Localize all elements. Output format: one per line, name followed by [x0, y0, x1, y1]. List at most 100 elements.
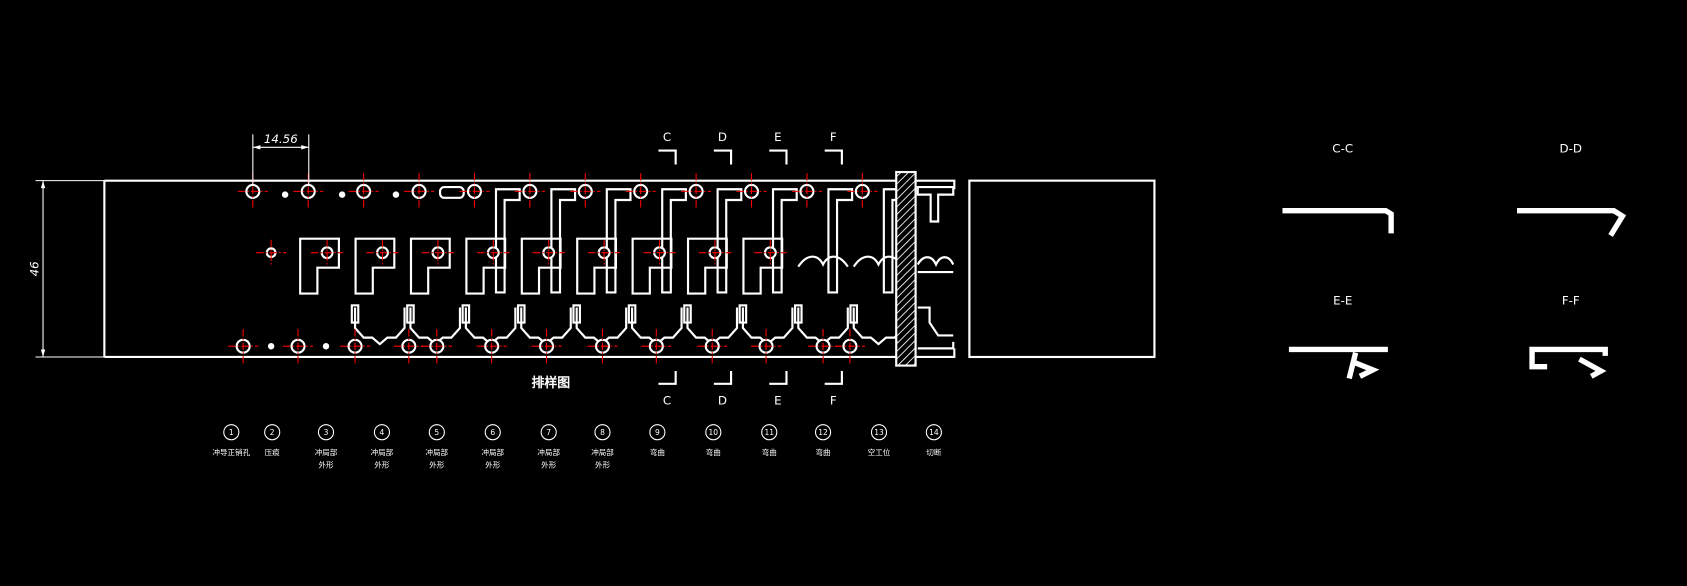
bottom-pilot-centerline: [834, 329, 866, 364]
part-blank-outline: [520, 237, 562, 295]
pitch-dimension: 14.56: [252, 132, 310, 185]
station-operation: 冲局部: [591, 447, 614, 457]
station-number: 7: [546, 428, 551, 437]
bottom-tab: [627, 304, 637, 324]
bottom-tab: [794, 304, 803, 324]
cutoff-station-bar: [895, 170, 917, 367]
station-operation-line2: 外形: [485, 460, 501, 470]
station-number: 9: [655, 428, 660, 437]
bottom-pilot-centerline: [587, 329, 618, 364]
top-pilot-centerline: [403, 173, 435, 210]
section-marker-bottom: [769, 370, 788, 385]
section-marker-bottom: [658, 370, 677, 385]
station-number: 2: [270, 428, 275, 437]
station-operation: 冲局部: [537, 447, 560, 457]
bottom-pilot-centerline: [393, 329, 424, 364]
part-blank-outline: [409, 237, 451, 295]
section-marker-top: [769, 149, 788, 165]
station-operation: 弯曲: [816, 447, 831, 457]
section-view-label: C-C: [1332, 142, 1353, 156]
part-blank-centerline: [477, 239, 510, 266]
section-profile: [1517, 208, 1627, 237]
station-operation-line2: 外形: [429, 460, 445, 470]
station-number-circle: [317, 424, 335, 441]
bottom-pilot-centerline: [339, 329, 371, 364]
width-dimension: 46: [28, 180, 105, 358]
part-blank-centerline: [532, 239, 565, 266]
part-blank-centerline: [421, 239, 455, 266]
strip-end-features: [916, 186, 955, 350]
width-extension-lines: [35, 180, 105, 358]
station-number-circle: [540, 424, 557, 441]
section-view-c: C-C: [1282, 142, 1394, 234]
section-cut-label-bottom: E: [774, 393, 781, 407]
outline-slot: [771, 188, 798, 294]
part-blank-centerline: [310, 239, 344, 266]
station-number-circle: [428, 424, 445, 441]
section-cut-label-top: C: [663, 130, 671, 144]
center-lines: [228, 173, 878, 364]
section-marker-top: [824, 149, 843, 165]
section-view-label: F-F: [1562, 293, 1580, 307]
station-operation: 冲局部: [426, 447, 449, 457]
station-labels: 1冲导正销孔2压痕3冲局部外形4冲局部外形5冲局部外形6冲局部外形7冲局部外形8…: [213, 424, 942, 470]
station-number: 11: [764, 428, 774, 437]
outline-slot: [716, 188, 743, 294]
section-cut-label-bottom: F: [830, 393, 837, 407]
station-operation: 切断: [926, 447, 942, 457]
station-number: 3: [324, 428, 329, 437]
section-marker-top: [713, 149, 733, 165]
bottom-pilot-centerline: [421, 329, 452, 364]
section-profile: [1529, 346, 1608, 379]
outline-slot: [827, 188, 854, 294]
top-pilot-centerline: [514, 173, 545, 210]
bottom-pilot-centerline: [641, 329, 672, 364]
part-blank-outline: [465, 237, 507, 295]
station-number-circle: [484, 424, 501, 441]
part-blank-outline: [576, 237, 618, 295]
station-operation: 压痕: [265, 447, 281, 457]
bottom-tab: [461, 304, 471, 324]
top-pilot-centerline: [570, 173, 601, 210]
station-number-circle: [373, 424, 391, 441]
station-number-circle: [870, 424, 888, 441]
emboss-dot: [281, 191, 289, 198]
top-pilot-centerline: [791, 173, 822, 210]
top-pilot-centerline: [681, 173, 712, 210]
part-blank-outline: [299, 237, 340, 295]
part-blank-outline: [686, 237, 728, 295]
section-cut-label-bottom: D: [718, 393, 727, 407]
section-marker-bottom: [713, 370, 733, 385]
station-operation: 冲局部: [315, 447, 338, 457]
cut-part-outline: [968, 179, 1156, 359]
station-number: 4: [380, 428, 385, 437]
section-cut-label-bottom: C: [663, 393, 671, 407]
bottom-pilot-centerline: [476, 329, 507, 364]
outline-slot: [605, 188, 632, 294]
station-operation: 弯曲: [650, 447, 665, 457]
station-number: 13: [874, 428, 884, 437]
station-operation: 冲导正销孔: [213, 447, 251, 457]
top-slot: [438, 186, 465, 199]
station-operation-line2: 外形: [318, 460, 334, 470]
station-operation: 弯曲: [706, 447, 721, 457]
bottom-tab: [738, 304, 748, 324]
top-pilot-centerline: [625, 173, 656, 210]
section-marker-top: [658, 149, 677, 165]
outline-slot: [550, 188, 577, 294]
top-pilot-centerline: [847, 173, 878, 210]
station-number-circle: [264, 424, 281, 441]
station-label: 9 弯曲: [649, 424, 666, 457]
bottom-pilot-centerline: [228, 329, 259, 364]
bottom-pilot-centerline: [531, 329, 562, 364]
section-cut-label-top: D: [718, 130, 727, 144]
station-operation: 冲局部: [371, 447, 394, 457]
